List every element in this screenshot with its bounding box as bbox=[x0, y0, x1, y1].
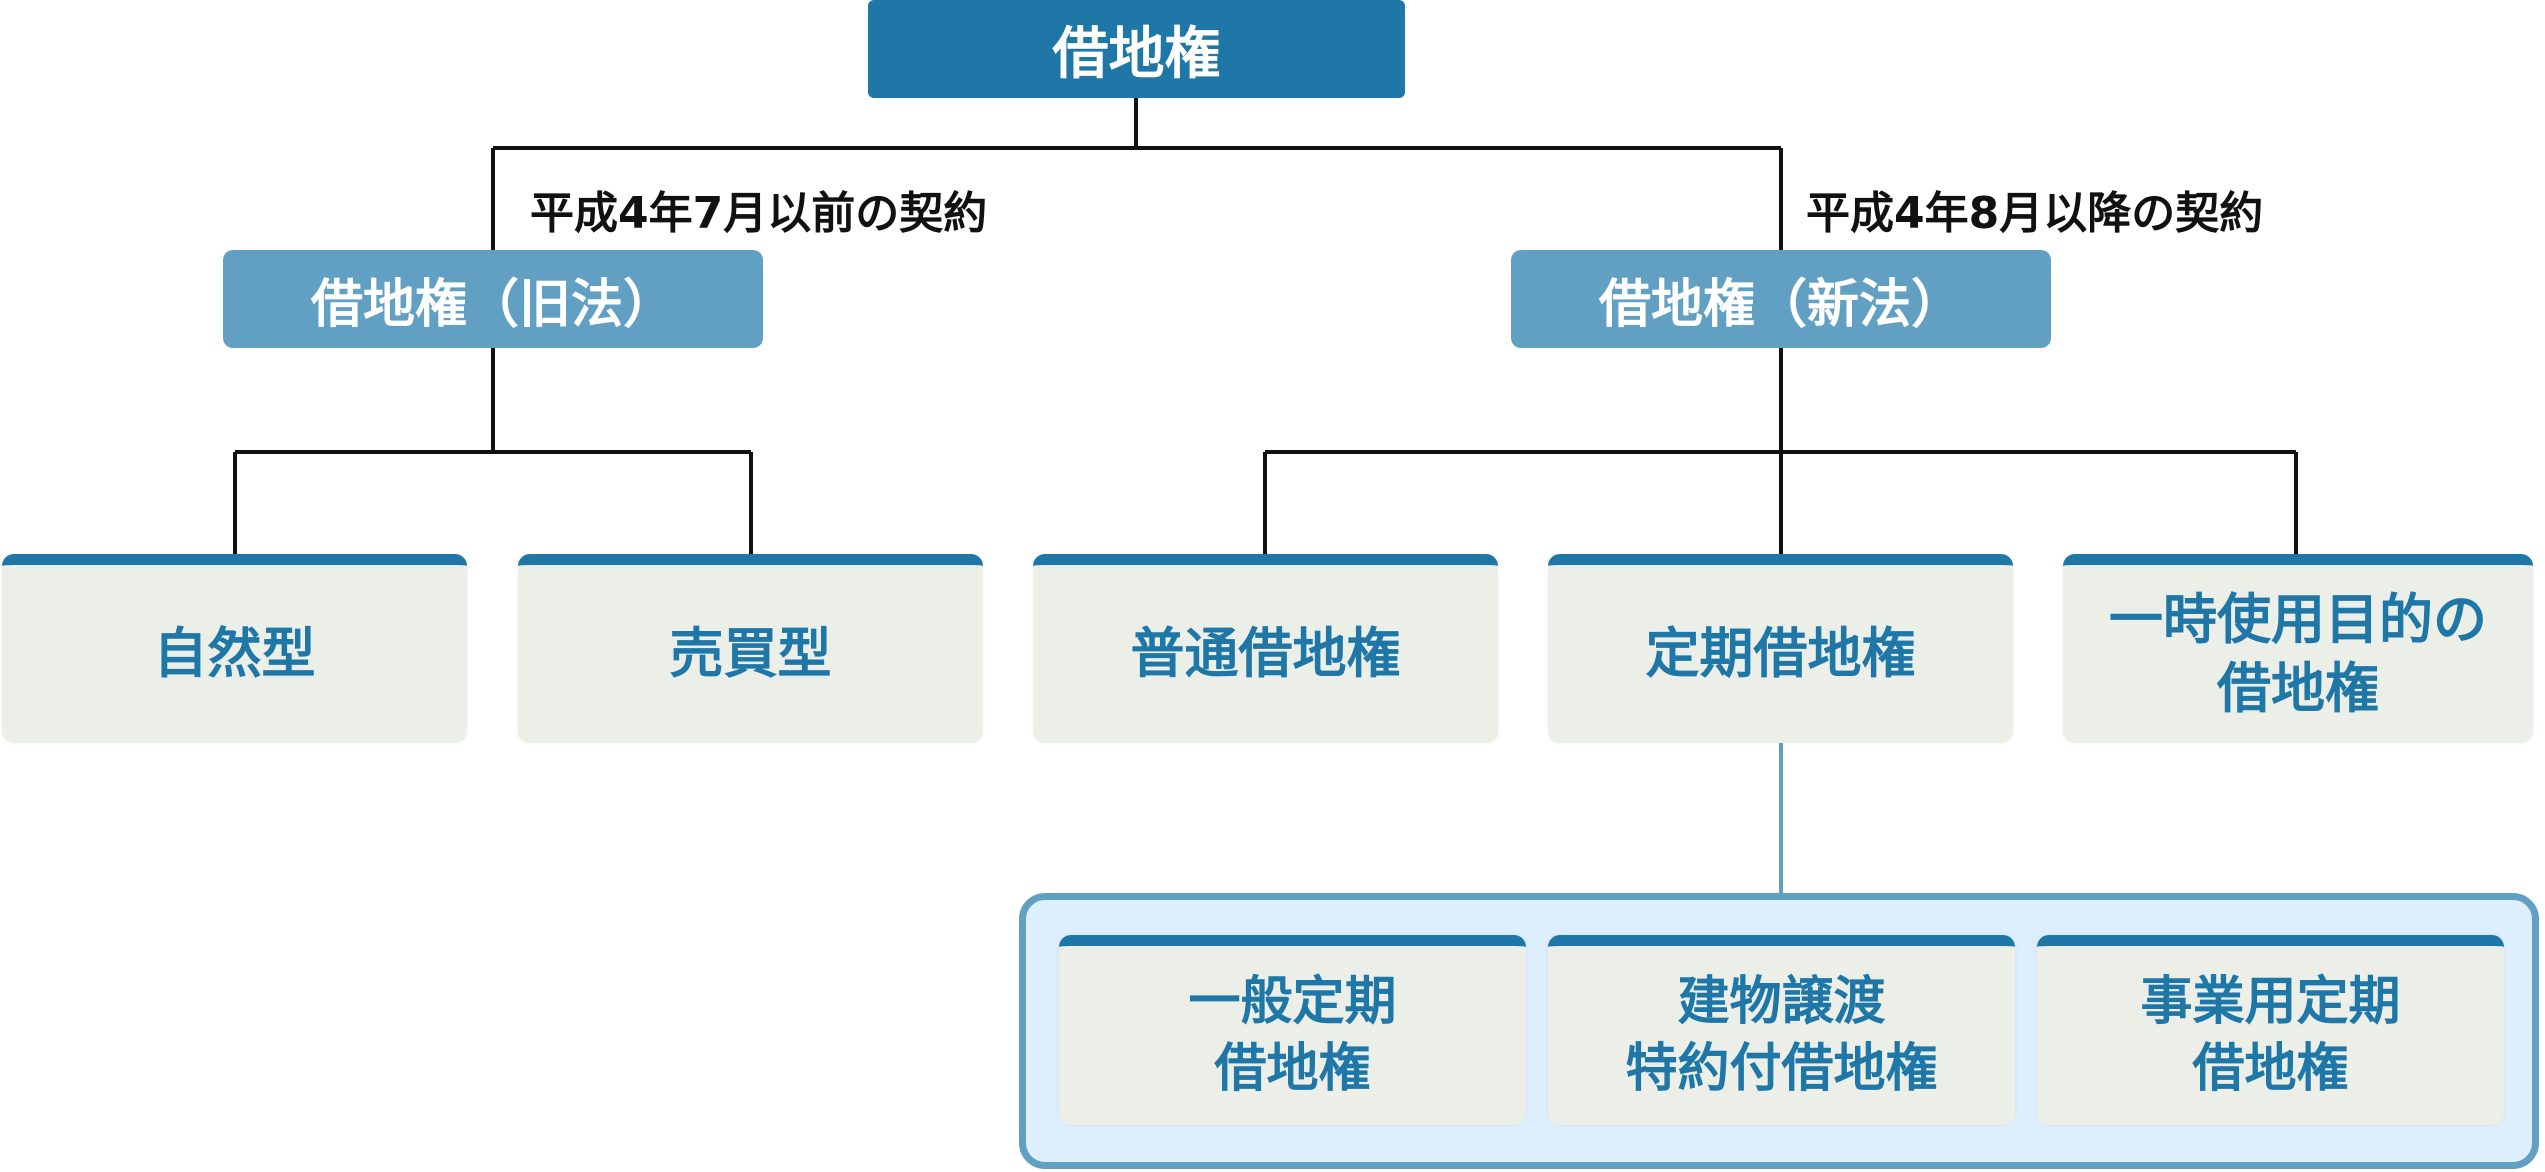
type-sale: 売買型 bbox=[518, 554, 983, 743]
new-law-node: 借地権（新法） bbox=[1511, 250, 2051, 348]
old-period-label: 平成4年7月以前の契約 bbox=[530, 188, 988, 239]
root-node-leasehold: 借地権 bbox=[868, 0, 1405, 98]
fixed-term-business-line1: 事業用定期 bbox=[2140, 971, 2401, 1032]
fixed-term-general-line1: 一般定期 bbox=[1188, 971, 1397, 1032]
old-law-node: 借地権（旧法） bbox=[223, 250, 763, 348]
fixed-term-building-transfer-line1: 建物譲渡 bbox=[1677, 971, 1886, 1032]
fixed-term-business: 事業用定期 借地権 bbox=[2037, 935, 2504, 1125]
fixed-term-business-line2: 借地権 bbox=[2192, 1038, 2349, 1099]
type-natural: 自然型 bbox=[2, 554, 467, 743]
old-law-connector bbox=[233, 348, 753, 558]
new-period-label: 平成4年8月以降の契約 bbox=[1806, 188, 2264, 239]
type-temporary-use-leasehold: 一時使用目的の借地権 bbox=[2063, 554, 2533, 743]
fixed-term-building-transfer-line2: 特約付借地権 bbox=[1625, 1038, 1938, 1099]
type-fixed-term-leasehold: 定期借地権 bbox=[1548, 554, 2013, 743]
fixed-term-general: 一般定期 借地権 bbox=[1059, 935, 1526, 1125]
root-connector bbox=[491, 98, 1783, 250]
new-law-connector bbox=[1263, 348, 2298, 558]
fixed-term-building-transfer: 建物譲渡 特約付借地権 bbox=[1548, 935, 2015, 1125]
type-ordinary-leasehold: 普通借地権 bbox=[1033, 554, 1498, 743]
fixed-term-general-line2: 借地権 bbox=[1214, 1038, 1371, 1099]
